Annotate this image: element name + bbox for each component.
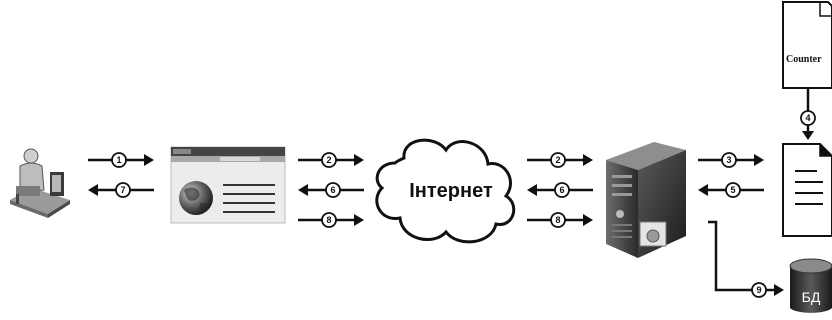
step-number-label: 8 (326, 215, 331, 225)
server-icon (606, 142, 686, 258)
browser-window-icon (170, 146, 286, 224)
arrow-head (774, 284, 784, 296)
arrow-a8r: 8 (527, 212, 593, 228)
step-number-badge (321, 212, 337, 228)
step-number-label: 2 (555, 155, 560, 165)
arrow-head (698, 184, 708, 196)
step-number-badge (111, 152, 127, 168)
step-number-label: 8 (555, 215, 560, 225)
step-number-badge (550, 212, 566, 228)
server-to-database-connector (708, 220, 738, 292)
counter-document-label: Counter (786, 54, 822, 65)
database-label: БД (802, 289, 821, 305)
arrow-head (144, 154, 154, 166)
arrow-a3: 3 (698, 152, 764, 168)
arrow-a6l: 6 (298, 182, 364, 198)
user-at-computer-icon (10, 148, 70, 218)
step-number-label: 2 (326, 155, 331, 165)
arrow-a1: 1 (88, 152, 154, 168)
arrow-head (802, 131, 814, 140)
arrow-head (298, 184, 308, 196)
step-number-label: 7 (120, 185, 125, 195)
step-number-badge (321, 152, 337, 168)
step-number-badge (550, 152, 566, 168)
arrow-a8l: 8 (298, 212, 364, 228)
database-icon: БД (789, 258, 832, 313)
arrow-a2l: 2 (298, 152, 364, 168)
arrow-head (527, 184, 537, 196)
page-document-icon (782, 143, 832, 237)
step-number-badge (725, 182, 741, 198)
step-number-badge (554, 182, 570, 198)
step-number-badge (325, 182, 341, 198)
arrow-head (88, 184, 98, 196)
counter-document-icon: Counter (782, 1, 832, 89)
arrow-head (583, 214, 593, 226)
arrow-head (354, 214, 364, 226)
arrow-a6r: 6 (527, 182, 593, 198)
step-number-label: 1 (116, 155, 121, 165)
arrow-a5: 5 (698, 182, 764, 198)
step-number-badge (721, 152, 737, 168)
step-number-badge (115, 182, 131, 198)
step-number-label: 4 (805, 113, 810, 123)
step-number-badge (800, 110, 816, 126)
step-number-label: 6 (330, 185, 335, 195)
step-number-label: 9 (756, 285, 761, 295)
step-number-label: 6 (559, 185, 564, 195)
arrow-head (754, 154, 764, 166)
arrow-a2r: 2 (527, 152, 593, 168)
step-number-label: 5 (730, 185, 735, 195)
arrow-a9: 9 (738, 282, 784, 298)
internet-cloud: Інтернет (375, 138, 516, 244)
arrows-layer: 1 7 2 6 8 2 6 8 3 5 4 9 (88, 104, 816, 298)
step-number-label: 3 (726, 155, 731, 165)
arrow-head (354, 154, 364, 166)
arrow-a7: 7 (88, 182, 154, 198)
arrow-a4: 4 (800, 104, 816, 140)
internet-label: Інтернет (409, 180, 493, 202)
step-number-badge (751, 282, 767, 298)
arrow-head (583, 154, 593, 166)
